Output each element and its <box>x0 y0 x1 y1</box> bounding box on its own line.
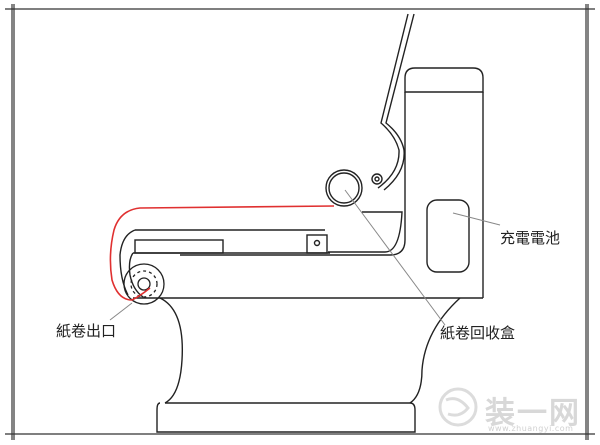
battery-compartment <box>426 199 470 273</box>
paper-recycle-box <box>325 169 403 253</box>
leader-lines <box>109 189 501 326</box>
watermark-brand: 装一网 <box>485 396 581 431</box>
label-battery: 充電電池 <box>500 229 561 247</box>
toilet-bowl <box>156 297 461 433</box>
label-paper-recycle-box: 紙卷回收盒 <box>440 324 516 342</box>
frame <box>5 4 595 440</box>
paper-path <box>109 205 335 301</box>
paper-roll <box>123 263 165 305</box>
watermark-url: www.zhuangyi.com <box>488 424 574 433</box>
toilet-tank <box>180 67 484 298</box>
label-paper-outlet: 紙卷出口 <box>56 322 117 340</box>
hinge-bracket <box>306 234 328 254</box>
toilet-lid <box>371 13 415 191</box>
